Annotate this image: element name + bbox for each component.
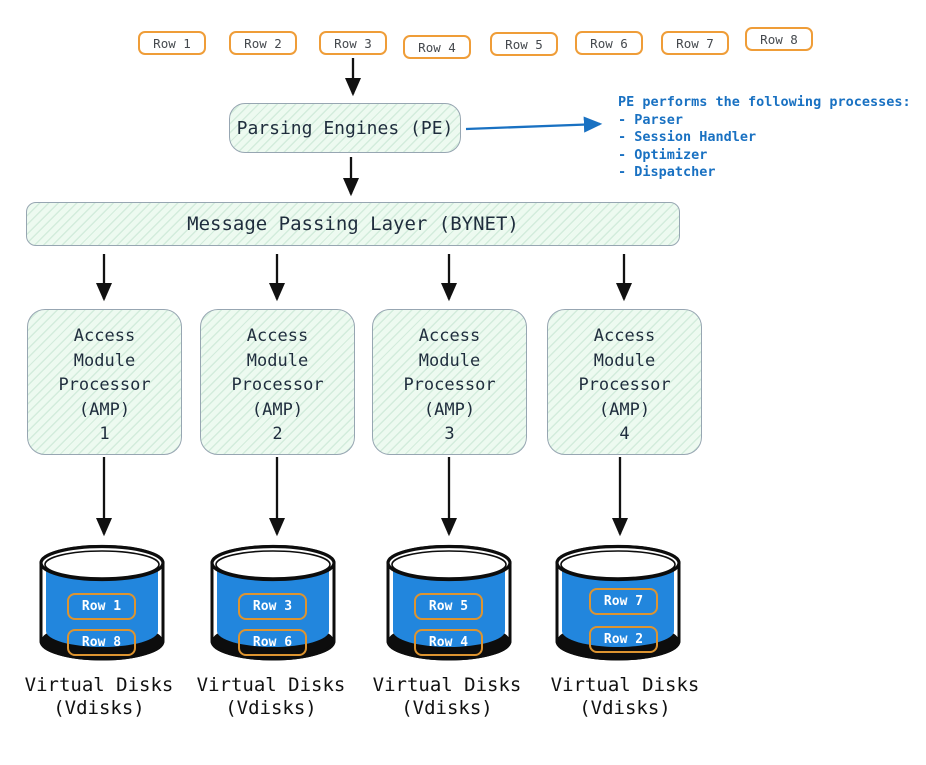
- row-chip-label: Row 3: [334, 35, 372, 51]
- bynet-label: Message Passing Layer (BYNET): [187, 213, 519, 235]
- disk-row-label: Row 6: [252, 635, 293, 650]
- disk-row-chip: Row 1: [67, 593, 136, 620]
- row-chip-label: Row 1: [153, 35, 191, 51]
- vdisk-caption-2: Virtual Disks (Vdisks): [196, 674, 346, 719]
- disk-row-label: Row 7: [603, 594, 644, 609]
- parsing-engine-box: Parsing Engines (PE): [229, 103, 461, 153]
- virtual-disk-3: Row 5 Row 4: [384, 541, 514, 675]
- disk-row-label: Row 2: [603, 632, 644, 647]
- amp-label: Access Module Processor (AMP): [403, 326, 496, 420]
- amp-number: 2: [272, 424, 283, 444]
- disk-row-label: Row 5: [428, 599, 469, 614]
- amp-number: 1: [99, 424, 110, 444]
- row-chip-label: Row 4: [418, 39, 456, 55]
- pe-note: PE performs the following processes: - P…: [618, 94, 911, 182]
- disk-row-chip: Row 7: [589, 588, 658, 615]
- disk-row-label: Row 4: [428, 635, 469, 650]
- virtual-disk-4: Row 7 Row 2: [553, 541, 683, 675]
- virtual-disk-1: Row 1 Row 8: [37, 541, 167, 675]
- pe-note-item: - Optimizer: [618, 146, 708, 163]
- row-chip-2: Row 2: [229, 31, 297, 55]
- pe-note-item: - Parser: [618, 111, 684, 128]
- amp-number: 3: [444, 424, 455, 444]
- disk-row-chip: Row 3: [238, 593, 307, 620]
- disk-row-chip: Row 5: [414, 593, 483, 620]
- vdisk-caption-4: Virtual Disks (Vdisks): [550, 674, 700, 719]
- row-chip-4: Row 4: [403, 35, 471, 59]
- amp-label: Access Module Processor (AMP): [58, 326, 151, 420]
- amp-label: Access Module Processor (AMP): [578, 326, 671, 420]
- disk-row-chip: Row 4: [414, 629, 483, 656]
- vdisk-caption-3: Virtual Disks (Vdisks): [372, 674, 522, 719]
- pe-note-heading: PE performs the following processes:: [618, 94, 911, 110]
- row-chip-5: Row 5: [490, 32, 558, 56]
- vdisk-caption-1: Virtual Disks (Vdisks): [24, 674, 174, 719]
- row-chip-label: Row 6: [590, 35, 628, 51]
- amp-number: 4: [619, 424, 630, 444]
- disk-row-label: Row 3: [252, 599, 293, 614]
- pe-note-item: - Dispatcher: [618, 164, 716, 180]
- pe-note-item: - Session Handler: [618, 129, 757, 145]
- amp-box-2: Access Module Processor (AMP) 2: [200, 309, 355, 455]
- parsing-engine-label: Parsing Engines (PE): [236, 117, 454, 139]
- disk-row-label: Row 1: [81, 599, 122, 614]
- amp-box-3: Access Module Processor (AMP) 3: [372, 309, 527, 455]
- row-chip-7: Row 7: [661, 31, 729, 55]
- row-chip-label: Row 7: [676, 35, 714, 51]
- row-chip-label: Row 8: [760, 31, 798, 47]
- row-chip-6: Row 6: [575, 31, 643, 55]
- disk-cylinder-icon: [555, 544, 681, 661]
- amp-box-1: Access Module Processor (AMP) 1: [27, 309, 182, 455]
- row-chip-label: Row 5: [505, 36, 543, 52]
- row-chip-1: Row 1: [138, 31, 206, 55]
- virtual-disk-2: Row 3 Row 6: [208, 541, 338, 675]
- row-chip-8: Row 8: [745, 27, 813, 51]
- amp-label: Access Module Processor (AMP): [231, 326, 324, 420]
- disk-row-label: Row 8: [81, 635, 122, 650]
- amp-box-4: Access Module Processor (AMP) 4: [547, 309, 702, 455]
- bynet-box: Message Passing Layer (BYNET): [26, 202, 680, 246]
- row-chip-label: Row 2: [244, 35, 282, 51]
- disk-row-chip: Row 2: [589, 626, 658, 653]
- disk-row-chip: Row 8: [67, 629, 136, 656]
- row-chip-3: Row 3: [319, 31, 387, 55]
- arrow-pe-to-note-icon: [465, 116, 603, 133]
- disk-row-chip: Row 6: [238, 629, 307, 656]
